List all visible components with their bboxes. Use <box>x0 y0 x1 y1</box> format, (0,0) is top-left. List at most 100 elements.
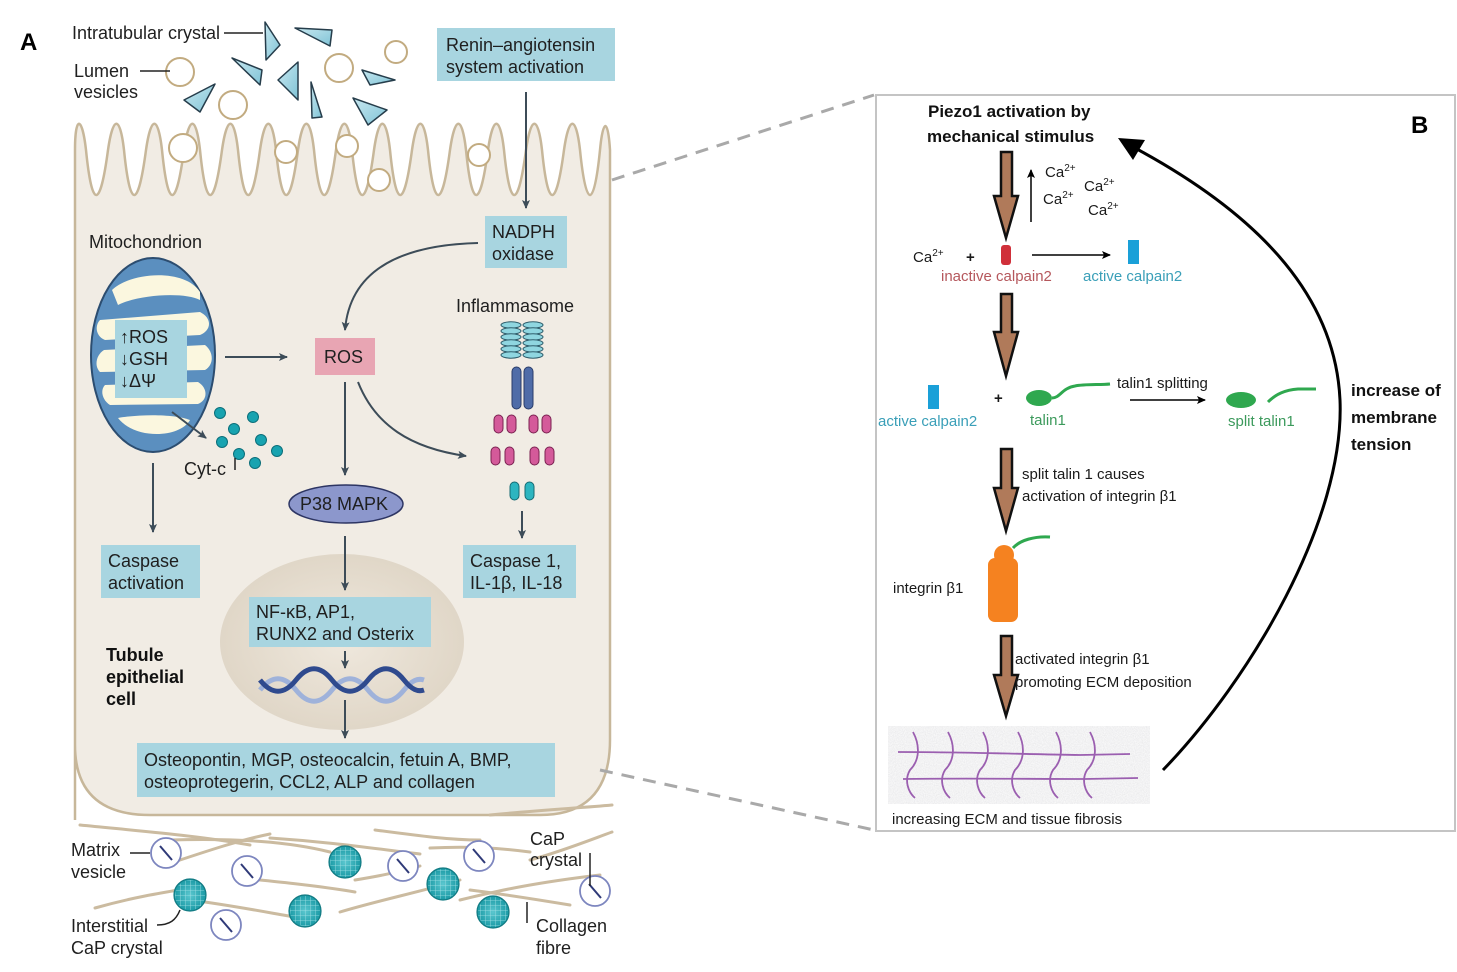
label-split-causes-2: activation of integrin β1 <box>1022 488 1177 505</box>
label-mitochondrion: Mitochondrion <box>89 232 202 252</box>
label-tf-2: RUNX2 and Osterix <box>256 624 414 644</box>
label-piezo-2: mechanical stimulus <box>927 127 1094 146</box>
label-cap-crystal-2: crystal <box>530 850 582 870</box>
label-cell-2: epithelial <box>106 667 184 687</box>
ca-ion-3: Ca <box>1043 191 1063 208</box>
caspase1-box <box>463 545 576 598</box>
ca-ion-5: Ca <box>913 249 933 266</box>
products-box <box>137 743 555 797</box>
panel-b-frame <box>875 94 1456 832</box>
label-mito-dpsi: ↓ΔΨ <box>120 371 156 391</box>
inflammasome-icon <box>490 321 555 501</box>
cytochrome-c-dots <box>214 407 283 469</box>
ca-charge-2: 2+ <box>1103 177 1115 188</box>
label-talin-splitting: talin1 splitting <box>1117 375 1208 392</box>
label-mito-ros: ↑ROS <box>120 327 168 347</box>
label-renin-2: system activation <box>446 57 584 77</box>
ros-box <box>315 338 375 375</box>
active-calpain-icon-2 <box>928 385 939 409</box>
svg-text:Ca2+: Ca2+ <box>1084 177 1115 195</box>
label-split-causes-1: split talin 1 causes <box>1022 466 1145 483</box>
brown-arrow-3 <box>992 447 1020 536</box>
lumen-vesicles <box>165 40 408 120</box>
dna-helix-icon <box>258 666 425 704</box>
label-inflammasome: Inflammasome <box>456 296 574 316</box>
split-talin1-icon <box>1226 387 1316 408</box>
label-caspase-act-2: activation <box>108 573 184 593</box>
label-tf-1: NF-κB, AP1, <box>256 602 355 622</box>
label-matrix-vesicle-2: vesicle <box>71 862 126 882</box>
label-inactive-calpain: inactive calpain2 <box>941 268 1052 285</box>
nadph-oxidase-box <box>485 216 567 268</box>
label-tension-3: tension <box>1351 435 1411 454</box>
svg-text:Ca2+: Ca2+ <box>913 248 944 266</box>
panel-b-letter: B <box>1411 112 1428 139</box>
label-collagen-1: Collagen <box>536 916 607 936</box>
p38-mapk-node <box>288 484 404 524</box>
brown-arrow-4 <box>992 634 1020 721</box>
plus-sign-1: + <box>966 249 975 266</box>
label-interstitial-1: Interstitial <box>71 916 148 936</box>
ca-ion-2: Ca <box>1084 178 1104 195</box>
label-caspase1-2: IL-1β, IL-18 <box>470 573 562 593</box>
renin-angiotensin-box <box>437 28 615 81</box>
ca-charge-5: 2+ <box>932 248 944 259</box>
label-ros: ROS <box>324 347 363 367</box>
svg-text:Ca2+: Ca2+ <box>1043 190 1074 208</box>
interstitial-line <box>156 909 181 926</box>
label-collagen-2: fibre <box>536 938 571 958</box>
label-mito-gsh: ↓GSH <box>120 349 168 369</box>
label-cap-crystal-1: CaP <box>530 829 565 849</box>
ecm-fibrosis-icon <box>888 726 1150 804</box>
label-caspase1-1: Caspase 1, <box>470 551 561 571</box>
label-caspase-act-1: Caspase <box>108 551 179 571</box>
label-piezo-1: Piezo1 activation by <box>928 102 1091 121</box>
mitochondrion-icon <box>90 257 216 453</box>
arrow-mito-to-cytc <box>171 411 207 439</box>
panel-a-letter: A <box>20 29 37 56</box>
label-renin-1: Renin–angiotensin <box>446 35 595 55</box>
label-active-calpain-2: active calpain2 <box>878 413 977 430</box>
talin1-icon <box>1026 382 1111 406</box>
label-integrin: integrin β1 <box>893 580 963 597</box>
matrix-vesicles <box>150 837 611 941</box>
label-talin1: talin1 <box>1030 412 1066 429</box>
label-activated-1: activated integrin β1 <box>1015 651 1150 668</box>
ca-charge-4: 2+ <box>1107 201 1119 212</box>
arrow-ros-to-inflammasome <box>357 381 467 459</box>
label-nadph-1: NADPH <box>492 222 555 242</box>
zoom-connector-top <box>611 93 875 182</box>
membrane-vesicles <box>168 133 491 192</box>
active-calpain-icon <box>1128 240 1139 264</box>
label-split-talin: split talin1 <box>1228 413 1295 430</box>
brown-arrow-1 <box>992 150 1020 243</box>
label-activated-2: promoting ECM deposition <box>1015 674 1192 691</box>
label-products-1: Osteopontin, MGP, osteocalcin, fetuin A,… <box>144 750 512 770</box>
arrow-nadph-to-ros <box>341 242 479 331</box>
brown-arrows <box>992 150 1020 721</box>
label-products-2: osteoprotegerin, CCL2, ALP and collagen <box>144 772 475 792</box>
label-ecm: increasing ECM and tissue fibrosis <box>892 811 1122 828</box>
feedback-arc-arrow <box>1134 146 1342 772</box>
ca-ion-1: Ca <box>1045 164 1065 181</box>
label-cytc: Cyt-c <box>184 459 226 479</box>
interstitial-cap-crystals <box>173 845 510 929</box>
brown-arrow-2 <box>992 292 1020 381</box>
feedback-arrowhead-icon <box>1118 138 1145 160</box>
intratubular-crystals <box>183 21 396 126</box>
label-p38: P38 MAPK <box>300 494 388 514</box>
transcription-factors-box <box>249 597 431 647</box>
label-tension-1: increase of <box>1351 381 1441 400</box>
svg-text:Ca2+: Ca2+ <box>1045 163 1076 181</box>
label-nadph-2: oxidase <box>492 244 554 264</box>
ca-charge-1: 2+ <box>1064 163 1076 174</box>
zoom-connector-bottom <box>599 768 875 832</box>
label-interstitial-2: CaP crystal <box>71 938 163 958</box>
ca-ion-4: Ca <box>1088 202 1108 219</box>
integrin-beta1-icon <box>988 535 1051 622</box>
label-active-calpain-1: active calpain2 <box>1083 268 1182 285</box>
ca-ions-group: Ca2+ Ca2+ Ca2+ Ca2+ Ca2+ <box>913 163 1119 266</box>
label-matrix-vesicle-1: Matrix <box>71 840 120 860</box>
svg-text:Ca2+: Ca2+ <box>1088 201 1119 219</box>
